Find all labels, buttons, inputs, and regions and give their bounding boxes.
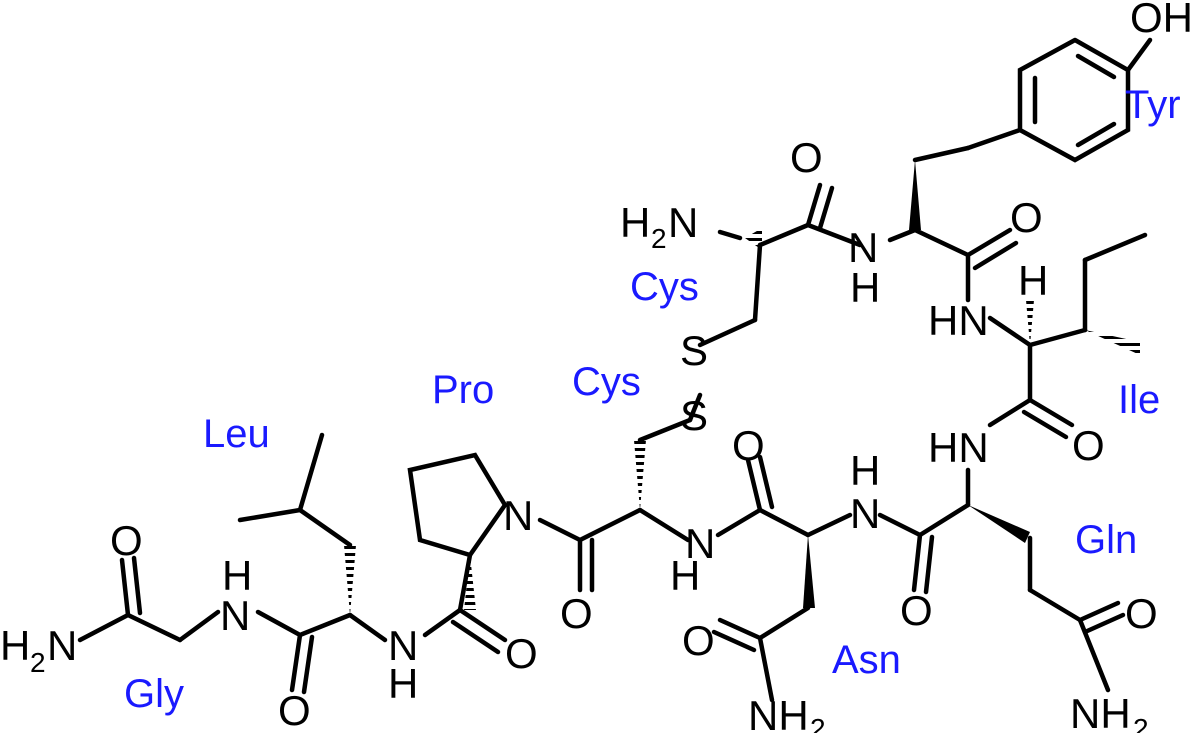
residue-label-gln: Gln bbox=[1075, 518, 1137, 562]
atom-hn-gly-h: H bbox=[222, 552, 252, 599]
atom-o-cys2: O bbox=[560, 590, 593, 637]
atom-o-gln-carbonyl: O bbox=[900, 587, 933, 634]
atom-h2n-gly-sub: 2 bbox=[30, 647, 46, 678]
residue-label-pro: Pro bbox=[432, 368, 494, 412]
atom-s1: S bbox=[680, 327, 708, 374]
atom-h2n-top-sub: 2 bbox=[651, 223, 667, 254]
atom-nh-leu-h: H bbox=[388, 660, 418, 707]
residue-label-ile: Ile bbox=[1118, 378, 1160, 422]
atom-n-pro: N bbox=[503, 492, 533, 539]
atom-oh: OH bbox=[1130, 0, 1193, 41]
atom-o-gln-side: O bbox=[1125, 590, 1158, 637]
hashed-wedges bbox=[344, 228, 1140, 615]
atom-o-asn-side: O bbox=[682, 617, 715, 664]
atom-nh-tyr-h: H bbox=[850, 264, 880, 311]
bond-skeleton bbox=[77, 37, 1153, 703]
atom-hn-ile: HN bbox=[928, 297, 989, 344]
atom-h-ile: H bbox=[1018, 257, 1048, 304]
atom-hn-gln: HN bbox=[928, 424, 989, 471]
atom-o-asn-top: O bbox=[732, 422, 765, 469]
atom-h2n-top-n: N bbox=[668, 199, 698, 246]
atom-nh-tyr-n: N bbox=[848, 224, 878, 271]
atom-o-tyr: O bbox=[1010, 194, 1043, 241]
residue-label-tyr: Tyr bbox=[1125, 83, 1181, 127]
atom-hn-gly-n: N bbox=[220, 592, 250, 639]
atom-nh-cys2-h: H bbox=[670, 552, 700, 599]
atom-o-leu: O bbox=[278, 687, 311, 733]
residue-label-leu: Leu bbox=[203, 412, 270, 456]
residue-label-cys-2: Cys bbox=[572, 360, 641, 404]
atom-h-asn-nh: H bbox=[850, 447, 880, 494]
atom-nh-leu-n: N bbox=[388, 622, 418, 669]
atom-o-ile: O bbox=[1072, 422, 1105, 469]
atom-o-gly: O bbox=[110, 517, 143, 564]
atom-o-pro: O bbox=[505, 630, 538, 677]
residue-label-gly: Gly bbox=[124, 672, 184, 716]
atom-h2n-top-h: H bbox=[620, 199, 650, 246]
atom-nh2-gln-sub: 2 bbox=[1133, 713, 1149, 733]
atom-h2n-gly-h: H bbox=[0, 622, 30, 669]
residue-label-cys-1: Cys bbox=[630, 265, 699, 309]
atom-n-asn-nh: N bbox=[850, 490, 880, 537]
residue-label-asn: Asn bbox=[832, 638, 901, 682]
atom-nh-cys2-n: N bbox=[685, 520, 715, 567]
atom-h2n-gly-n: N bbox=[47, 622, 77, 669]
atom-nh2-asn: NH bbox=[748, 692, 809, 733]
atom-nh2-asn-sub: 2 bbox=[810, 713, 826, 733]
atom-nh2-gln: NH bbox=[1070, 690, 1131, 733]
residue-labels: Tyr Cys Ile Cys Pro Leu Gln Asn Gly bbox=[124, 83, 1181, 716]
atom-s2: S bbox=[680, 392, 708, 439]
atom-o-cys-top: O bbox=[790, 134, 823, 181]
